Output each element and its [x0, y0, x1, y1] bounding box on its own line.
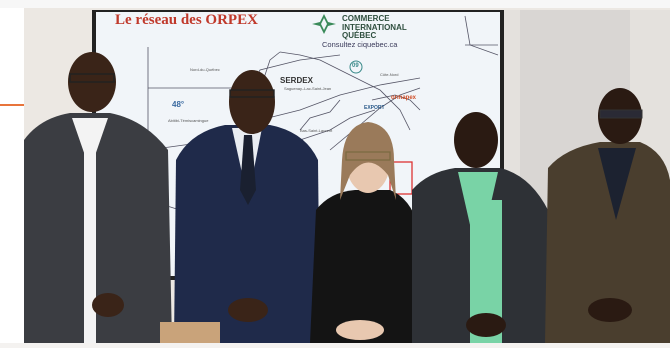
map-region-label: Côte-Nord: [380, 72, 399, 77]
map-region-label: Saguenay–Lac-Saint-Jean: [284, 86, 332, 91]
person-2: [174, 70, 320, 343]
map-label-09: 09: [352, 63, 359, 69]
consult-link-text: Consultez ciquebec.ca: [322, 40, 398, 49]
brand-logo-text: COMMERCE INTERNATIONAL QUÉBEC: [342, 14, 422, 41]
map-region-label: Bas-Saint-Laurent: [300, 128, 333, 133]
brand-line-3: QUÉBEC: [342, 31, 377, 40]
map-region-label: Nord-du-Québec: [190, 67, 220, 72]
map-label-serdex: SERDEX: [280, 76, 313, 85]
person-4: [412, 112, 550, 343]
map-label-ormapex: ormapex: [391, 95, 417, 101]
top-margin: [0, 0, 670, 8]
floor-wood: [160, 322, 220, 343]
map-badge-09: [349, 60, 363, 74]
brand-emblem: [312, 14, 336, 34]
brand-line-2: INTERNATIONAL: [342, 22, 407, 32]
map-region-label: Abitibi-Témiscamingue: [168, 118, 209, 123]
map-label-export: EXPORT: [364, 105, 385, 111]
person-3: [310, 122, 420, 343]
person-1: [24, 52, 172, 343]
accent-rule: [0, 104, 24, 106]
left-page-margin: [0, 8, 24, 343]
person-5: [545, 88, 670, 343]
slide-title: Le réseau des ORPEX: [115, 12, 258, 28]
brand-line-1: COMMERCE: [342, 14, 390, 23]
map-label-48: 48°: [172, 100, 185, 109]
